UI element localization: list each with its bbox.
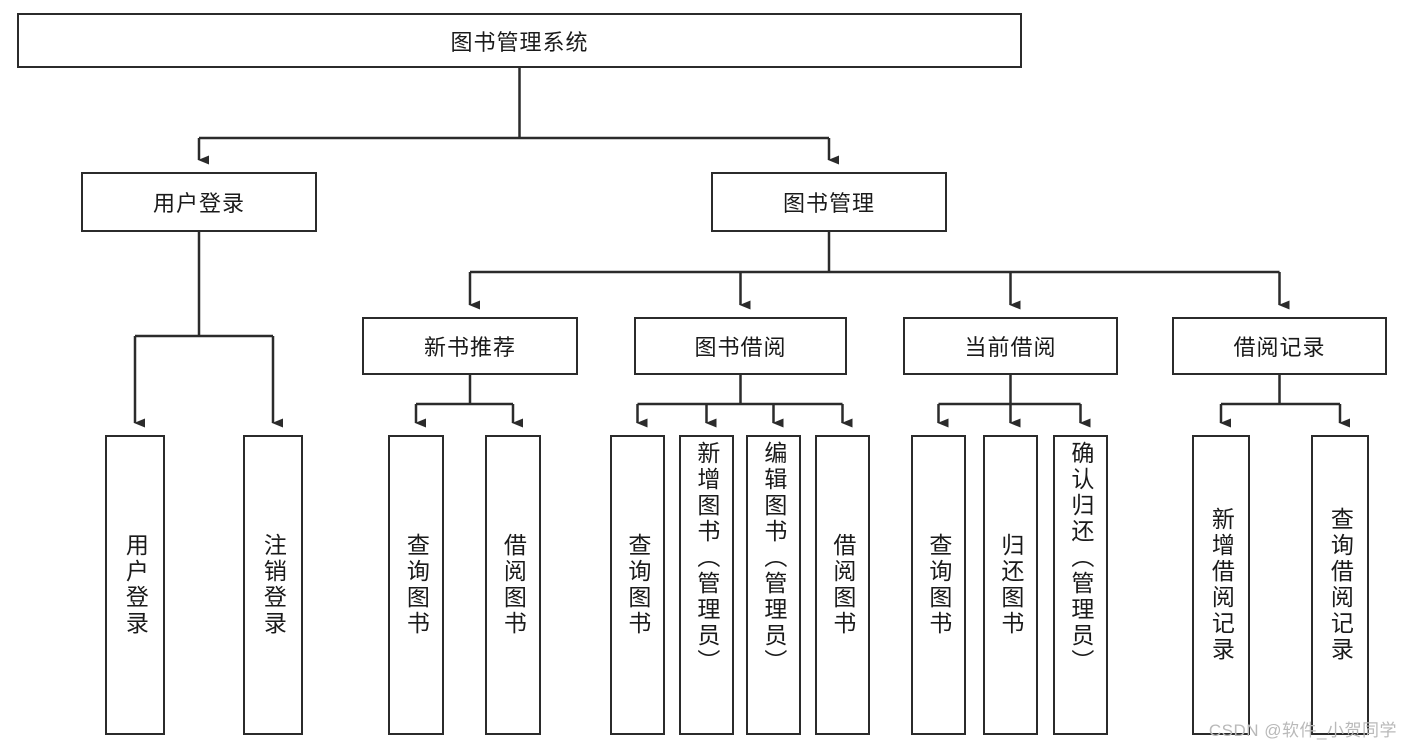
node-root[interactable]: 图书管理系统 [17,13,1022,68]
node-label: 新增借阅记录 [1208,507,1235,663]
node-current-borrow[interactable]: 当前借阅 [903,317,1118,375]
node-label: 确认归还（管理员） [1067,441,1094,675]
node-new-book-rec[interactable]: 新书推荐 [362,317,578,375]
node-label-wrap: 查询图书 [612,437,663,733]
node-label-wrap: 查询图书 [390,437,442,733]
node-label: 注销登录 [260,533,287,637]
node-label: 用户登录 [152,191,245,216]
node-label: 图书管理 [782,191,875,216]
node-leaf-add-book[interactable]: 新增图书（管理员） [679,435,734,735]
node-leaf-query-book-3[interactable]: 查询图书 [911,435,966,735]
node-label-wrap: 注销登录 [245,437,301,733]
node-label: 查询图书 [403,533,430,637]
node-leaf-confirm-return[interactable]: 确认归还（管理员） [1053,435,1108,735]
node-label: 图书借阅 [694,335,787,360]
node-label: 图书管理系统 [450,29,589,55]
node-label: 编辑图书（管理员） [760,441,787,675]
node-label-wrap: 编辑图书（管理员） [748,437,799,737]
node-leaf-add-record[interactable]: 新增借阅记录 [1192,435,1250,735]
node-label: 用户登录 [122,533,149,637]
connector-lines [133,68,1350,428]
node-leaf-user-login[interactable]: 用户登录 [105,435,165,735]
node-label: 查询借阅记录 [1327,507,1354,663]
node-label: 借阅记录 [1233,335,1326,360]
watermark-label: CSDN @软件_小贺同学 [1208,721,1397,740]
node-leaf-query-book-1[interactable]: 查询图书 [388,435,444,735]
node-label: 归还图书 [997,533,1024,637]
node-label: 查询图书 [925,533,952,637]
node-user-login[interactable]: 用户登录 [81,172,317,232]
node-book-manage[interactable]: 图书管理 [711,172,947,232]
node-label-wrap: 确认归还（管理员） [1055,437,1106,737]
node-label-wrap: 借阅图书 [487,437,539,733]
node-leaf-edit-book[interactable]: 编辑图书（管理员） [746,435,801,735]
node-borrow-record[interactable]: 借阅记录 [1172,317,1387,375]
node-label-wrap: 查询图书 [913,437,964,733]
node-leaf-query-book-2[interactable]: 查询图书 [610,435,665,735]
node-leaf-query-record[interactable]: 查询借阅记录 [1311,435,1369,735]
node-label: 查询图书 [624,533,651,637]
node-leaf-borrow-book-1[interactable]: 借阅图书 [485,435,541,735]
node-label-wrap: 借阅图书 [817,437,868,733]
node-label: 借阅图书 [829,533,856,637]
node-label-wrap: 查询借阅记录 [1313,437,1367,733]
node-label-wrap: 新增图书（管理员） [681,437,732,737]
node-label: 新书推荐 [423,335,516,360]
node-leaf-borrow-book-2[interactable]: 借阅图书 [815,435,870,735]
node-label: 当前借阅 [964,335,1057,360]
node-book-borrow[interactable]: 图书借阅 [634,317,847,375]
node-label-wrap: 归还图书 [985,437,1036,733]
node-label-wrap: 新增借阅记录 [1194,437,1248,733]
node-leaf-return-book[interactable]: 归还图书 [983,435,1038,735]
node-label: 借阅图书 [500,533,527,637]
node-label-wrap: 用户登录 [107,437,163,733]
node-leaf-user-logout[interactable]: 注销登录 [243,435,303,735]
node-label: 新增图书（管理员） [693,441,720,675]
